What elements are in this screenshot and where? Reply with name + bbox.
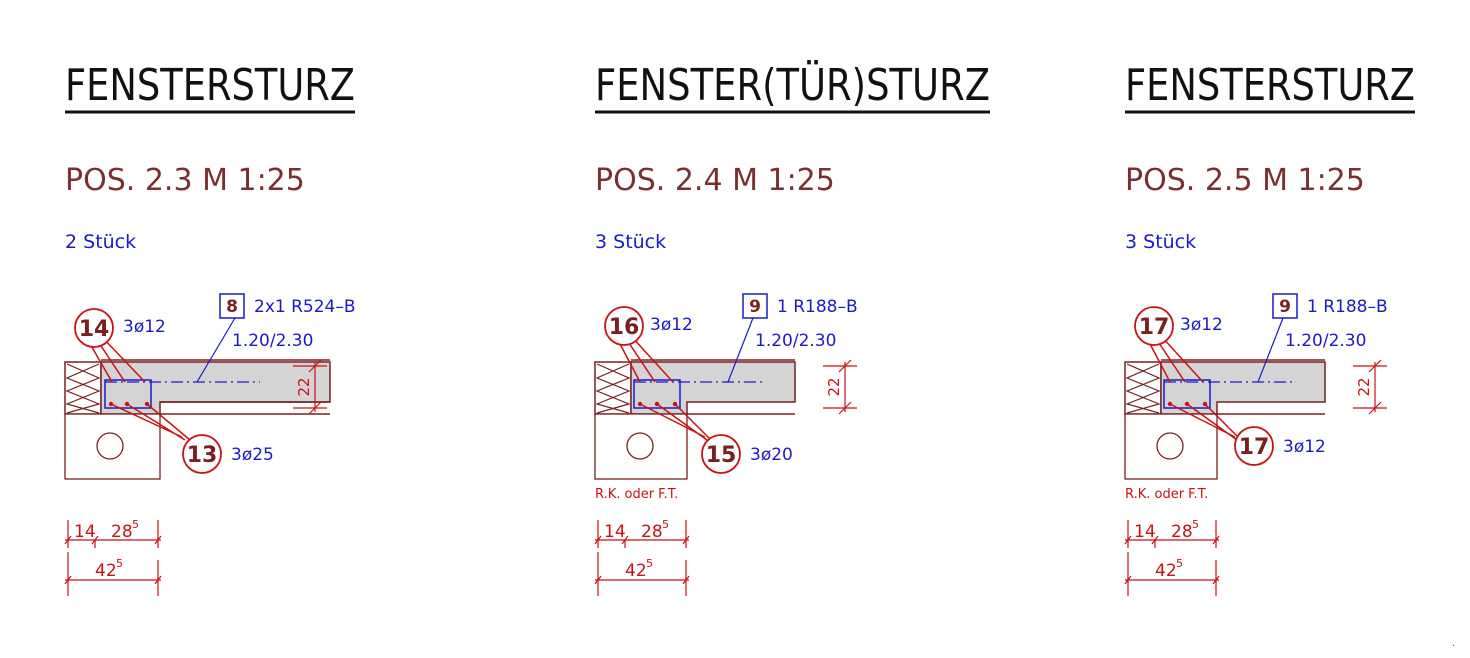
piece-count: 3 Stück	[1125, 231, 1196, 253]
dimension-middle-superscript: 5	[132, 518, 139, 531]
position-scale-label: POS. 2.4 M 1:25	[595, 163, 835, 198]
dimension-total-superscript: 5	[1176, 557, 1183, 570]
top-bar-bubble-number: 17	[1139, 315, 1170, 340]
dimension-left: 14	[1134, 522, 1156, 542]
top-bar-bubble-number: 16	[609, 315, 640, 340]
corner-mark: .	[1452, 638, 1455, 649]
mesh-position-number: 8	[226, 297, 238, 317]
height-dimension: 22	[1355, 377, 1373, 396]
mesh-spec: 1 R188–B	[777, 297, 858, 317]
position-scale-label: POS. 2.3 M 1:25	[65, 163, 305, 198]
lintel-cross-section	[64, 293, 331, 480]
mesh-spec: 1 R188–B	[1307, 297, 1388, 317]
width-dimensions	[64, 520, 162, 596]
dimension-total: 42	[625, 561, 647, 581]
lintel-cross-section	[594, 293, 857, 480]
support-label: R.K. oder F.T.	[1125, 487, 1208, 502]
detail-panel-pos-2-3: FENSTERSTURZ POS. 2.3 M 1:25 2 Stück	[64, 60, 356, 596]
detail-panel-pos-2-4: FENSTER(TÜR)STURZ POS. 2.4 M 1:25 3 Stüc…	[594, 59, 990, 596]
dimension-total: 42	[95, 561, 117, 581]
dimension-middle: 28	[1171, 522, 1193, 542]
bottom-bar-bubble-number: 17	[1239, 435, 1270, 460]
mesh-size: 1.20/2.30	[755, 331, 836, 351]
top-bar-spec: 3ø12	[123, 317, 166, 337]
width-dimensions	[1124, 520, 1220, 596]
dimension-middle-superscript: 5	[662, 518, 669, 531]
bottom-bar-spec: 3ø12	[1283, 437, 1326, 457]
dimension-total-superscript: 5	[646, 557, 653, 570]
bottom-bar-spec: 3ø20	[750, 445, 793, 465]
piece-count: 3 Stück	[595, 231, 666, 253]
bottom-bar-bubble-number: 13	[187, 443, 218, 468]
dimension-left: 14	[74, 522, 96, 542]
height-dimension: 22	[825, 377, 843, 396]
mesh-position-number: 9	[749, 297, 761, 317]
piece-count: 2 Stück	[65, 231, 136, 253]
top-bar-spec: 3ø12	[650, 315, 693, 335]
mesh-size: 1.20/2.30	[232, 331, 313, 351]
detail-panel-pos-2-5: FENSTERSTURZ POS. 2.5 M 1:25 3 Stück 1	[1124, 60, 1415, 596]
mesh-position-number: 9	[1279, 297, 1291, 317]
panel-title: FENSTERSTURZ	[65, 60, 355, 111]
top-bar-spec: 3ø12	[1180, 315, 1223, 335]
width-dimensions	[594, 520, 690, 596]
dimension-middle-superscript: 5	[1192, 518, 1199, 531]
lintel-cross-section	[1124, 293, 1387, 480]
bottom-bar-spec: 3ø25	[231, 445, 274, 465]
panel-title: FENSTER(TÜR)STURZ	[595, 59, 990, 111]
panel-title: FENSTERSTURZ	[1125, 60, 1415, 111]
position-scale-label: POS. 2.5 M 1:25	[1125, 163, 1365, 198]
bottom-bar-bubble-number: 15	[706, 443, 737, 468]
height-dimension: 22	[295, 377, 313, 396]
dimension-left: 14	[604, 522, 626, 542]
mesh-spec: 2x1 R524–B	[254, 297, 356, 317]
dimension-total: 42	[1155, 561, 1177, 581]
dimension-total-superscript: 5	[116, 557, 123, 570]
support-label: R.K. oder F.T.	[595, 487, 678, 502]
mesh-size: 1.20/2.30	[1285, 331, 1366, 351]
top-bar-bubble-number: 14	[79, 317, 110, 342]
dimension-middle: 28	[641, 522, 663, 542]
dimension-middle: 28	[111, 522, 133, 542]
